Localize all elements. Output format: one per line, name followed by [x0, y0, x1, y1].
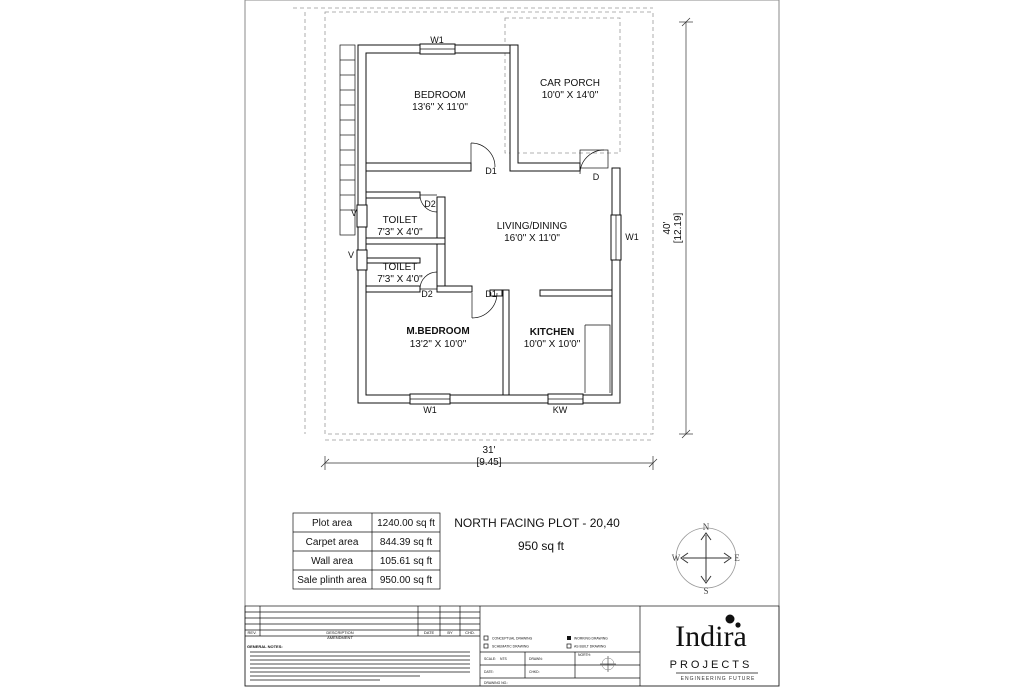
- scale-label: SCALE:: [484, 657, 496, 661]
- car-porch-dims: 10'0" X 14'0": [542, 90, 599, 101]
- amendment-header: AMENDMENT: [327, 635, 353, 640]
- label-v-bottom: V: [348, 250, 354, 260]
- compass-n: N: [703, 522, 710, 532]
- toilet2-dims: 7'3" X 4'0": [377, 274, 423, 285]
- conceptual-drawing: CONCEPTUAL DRAWING: [492, 637, 533, 641]
- depth-dimension: 40' [12.19]: [662, 17, 693, 439]
- area-table: Plot area 1240.00 sq ft Carpet area 844.…: [292, 512, 441, 590]
- porch-wall: [509, 44, 581, 172]
- living-name: LIVING/DINING: [497, 221, 568, 232]
- working-drawing: WORKING DRAWING: [574, 637, 608, 641]
- description-header: DESCRIPTION: [326, 630, 353, 635]
- area-row-label: Carpet area: [306, 537, 359, 548]
- width-m: [9.45]: [476, 457, 501, 468]
- compass-s: S: [703, 586, 708, 596]
- toilet1-dims: 7'3" X 4'0": [377, 227, 423, 238]
- bedroom-name: BEDROOM: [414, 90, 466, 101]
- car-porch-name: CAR PORCH: [540, 78, 600, 89]
- bedroom-dims: 13'6" X 11'0": [412, 102, 468, 113]
- scale-value: NTS: [500, 657, 508, 661]
- label-v-top: V: [351, 208, 357, 218]
- label-kw: KW: [553, 405, 568, 415]
- toilet1-name: TOILET: [383, 215, 418, 226]
- door-d1-bedroom: [470, 142, 496, 168]
- compass-w: W: [672, 553, 681, 563]
- label-d1-mbed: D1: [485, 289, 497, 299]
- area-row-value: 950.00 sq ft: [380, 575, 432, 586]
- car-porch-outline: [504, 17, 621, 154]
- label-w1-bottom: W1: [423, 405, 437, 415]
- drawing-no-label: DRAWING NO.:: [484, 681, 508, 685]
- compass-e: E: [734, 553, 740, 563]
- area-row-value: 1240.00 sq ft: [377, 518, 435, 529]
- label-d1-bedroom: D1: [485, 166, 497, 176]
- chd-header: CHD.: [465, 630, 475, 635]
- depth-m: [12.19]: [673, 212, 684, 243]
- side-steps: [339, 44, 356, 236]
- area-row-label: Plot area: [312, 518, 352, 529]
- door-d2-bottom: [419, 271, 438, 290]
- brand-dots-icon: [725, 614, 741, 628]
- north-arrow-icon: [600, 656, 616, 672]
- general-notes: GENERAL NOTES:: [247, 644, 283, 649]
- brand-tagline: ENGINEERING FUTURE: [681, 676, 756, 682]
- floor-plan: BEDROOM 13'6" X 11'0" CAR PORCH 10'0" X …: [293, 7, 693, 470]
- area-row-label: Wall area: [311, 556, 353, 567]
- schematic-drawing: SCHEMATIC DRAWING: [492, 645, 529, 649]
- plot-title: NORTH FACING PLOT - 20,40: [454, 516, 620, 530]
- ventilator-bottom: [356, 249, 368, 271]
- plot-boundary: [324, 11, 654, 435]
- by-header: BY: [447, 630, 453, 635]
- label-w1-right: W1: [625, 232, 639, 242]
- width-dimension: 31' [9.45]: [320, 445, 658, 470]
- mbedroom-name: M.BEDROOM: [406, 326, 469, 337]
- area-row-value: 844.39 sq ft: [380, 537, 432, 548]
- brand-sub: PROJECTS: [670, 659, 753, 671]
- toilet2-name: TOILET: [383, 262, 418, 273]
- label-d-main: D: [593, 172, 600, 182]
- kitchen-name: KITCHEN: [530, 327, 574, 338]
- depth-ft: 40': [662, 221, 673, 234]
- kitchen-dims: 10'0" X 10'0": [524, 339, 581, 350]
- drawn-label: DRAWN:: [529, 657, 543, 661]
- date-header: DATE: [424, 630, 435, 635]
- title-block: REV. DESCRIPTION DATE BY CHD. AMENDMENT …: [244, 605, 780, 687]
- north-label: NORTH:: [578, 653, 591, 657]
- rev-header: REV.: [248, 630, 257, 635]
- label-w1-top: W1: [430, 35, 444, 45]
- area-row-value: 105.61 sq ft: [380, 556, 432, 567]
- door-d2-top: [419, 194, 438, 213]
- date-label: DATE:: [484, 670, 494, 674]
- as-built-drawing: AS BUILT DRAWING: [574, 645, 606, 649]
- mbedroom-dims: 13'2" X 10'0": [410, 339, 467, 350]
- label-d2-top: D2: [424, 199, 436, 209]
- brand-logo-name: Indira: [675, 620, 747, 653]
- compass-icon: N S W E: [672, 522, 741, 596]
- width-ft: 31': [482, 445, 495, 456]
- label-d2-bottom: D2: [421, 289, 433, 299]
- door-d1-mbed: [471, 292, 498, 319]
- plot-area-subtitle: 950 sq ft: [518, 539, 565, 553]
- area-row-label: Sale plinth area: [297, 575, 367, 586]
- chkd-label: CHKD:: [529, 670, 540, 674]
- door-d-main: [579, 149, 609, 175]
- living-dims: 16'0" X 11'0": [504, 233, 560, 244]
- ventilator-top: [356, 204, 368, 228]
